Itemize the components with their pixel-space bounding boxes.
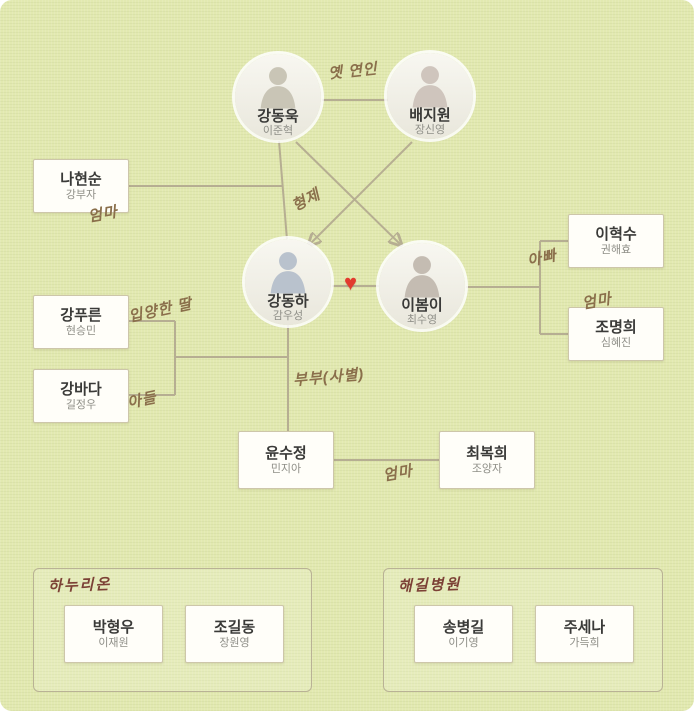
person-card-jo-myeong-hui[interactable]: 조명희 심혜진 — [568, 307, 664, 361]
relationship-label-dad: 아빠 — [525, 247, 559, 270]
group-haegil-hospital: 해길병원 송병길 이기영 주세나 가득희 — [383, 568, 663, 692]
person-name: 이봄이 — [401, 296, 443, 314]
relationship-label-old-lovers: 옛 연인 — [327, 60, 379, 83]
person-photo-bae-ji-won[interactable]: 배지원 장신영 — [387, 53, 473, 139]
group-title-hanurion: 하누리온 — [47, 575, 112, 596]
person-name: 나현순 — [60, 170, 102, 188]
person-card-ju-se-na[interactable]: 주세나 가득희 — [535, 605, 634, 663]
actor-name: 이기영 — [448, 637, 479, 650]
actor-name: 심혜진 — [600, 337, 632, 350]
actor-name: 길정우 — [65, 399, 97, 412]
person-card-yun-su-jeong[interactable]: 윤수정 민지아 — [238, 431, 334, 489]
relationship-label-married-bereaved: 부부(사별) — [292, 365, 365, 390]
relationship-label-brothers: 형제 — [289, 185, 324, 215]
actor-name: 최수영 — [406, 313, 438, 326]
relationship-label-mom-choi: 엄마 — [381, 462, 415, 485]
line-brothers — [278, 140, 288, 241]
person-card-kang-pu-reun[interactable]: 강푸른 현승민 — [33, 295, 129, 349]
person-silhouette-icon — [270, 252, 306, 294]
person-name: 배지원 — [409, 106, 451, 124]
person-name: 이혁수 — [595, 225, 637, 243]
actor-name: 현승민 — [65, 325, 97, 338]
relationship-label-son: 아들 — [125, 389, 159, 412]
person-card-na-hyeon-sun[interactable]: 나현순 강부자 — [33, 159, 129, 213]
person-name: 강푸른 — [60, 306, 102, 324]
person-name: 강동욱 — [257, 107, 299, 125]
person-silhouette-icon — [404, 256, 440, 298]
actor-name: 가득희 — [569, 637, 600, 650]
relationship-label-adopted-daughter: 입양한 딸 — [127, 295, 194, 326]
person-silhouette-icon — [260, 67, 296, 109]
person-card-park-hyeong-u[interactable]: 박형우 이재원 — [64, 605, 163, 663]
person-silhouette-icon — [412, 66, 448, 108]
person-name: 윤수정 — [265, 444, 307, 462]
actor-name: 권해효 — [600, 244, 632, 257]
heart-icon: ♥ — [344, 270, 358, 295]
actor-name: 이준혁 — [262, 124, 294, 137]
person-card-jo-gil-dong[interactable]: 조길동 장원영 — [185, 605, 284, 663]
actor-name: 조양자 — [471, 463, 503, 476]
actor-name: 장신영 — [414, 123, 446, 136]
person-name: 강동하 — [267, 292, 309, 310]
person-name: 조명희 — [595, 318, 637, 336]
actor-name: 이재원 — [98, 637, 129, 650]
group-hanurion: 하누리온 박형우 이재원 조길동 장원영 — [33, 568, 312, 692]
actor-name: 민지아 — [270, 463, 302, 476]
line-children — [127, 320, 288, 396]
person-card-kang-ba-da[interactable]: 강바다 길정우 — [33, 369, 129, 423]
person-photo-kang-dong-ha[interactable]: 강동하 감우성 — [245, 239, 331, 325]
person-photo-lee-bom-i[interactable]: 이봄이 최수영 — [379, 243, 465, 329]
group-title-haegil-hospital: 해길병원 — [397, 575, 462, 596]
person-name: 박형우 — [92, 618, 135, 636]
person-name: 조길동 — [213, 618, 256, 636]
person-card-choi-bok-hui[interactable]: 최복희 조양자 — [439, 431, 535, 489]
person-name: 송병길 — [442, 618, 485, 636]
line-cross-2 — [310, 141, 413, 244]
person-card-song-byeong-gil[interactable]: 송병길 이기영 — [414, 605, 513, 663]
person-name: 강바다 — [60, 380, 102, 398]
actor-name: 장원영 — [219, 637, 250, 650]
person-photo-kang-dong-uk[interactable]: 강동욱 이준혁 — [235, 54, 321, 140]
actor-name: 감우성 — [272, 309, 304, 322]
person-name: 최복희 — [466, 444, 508, 462]
actor-name: 강부자 — [65, 189, 97, 202]
person-name: 주세나 — [563, 618, 606, 636]
relationship-label-mom-na: 엄마 — [86, 203, 120, 226]
person-card-lee-hyeok-su[interactable]: 이혁수 권해효 — [568, 214, 664, 268]
